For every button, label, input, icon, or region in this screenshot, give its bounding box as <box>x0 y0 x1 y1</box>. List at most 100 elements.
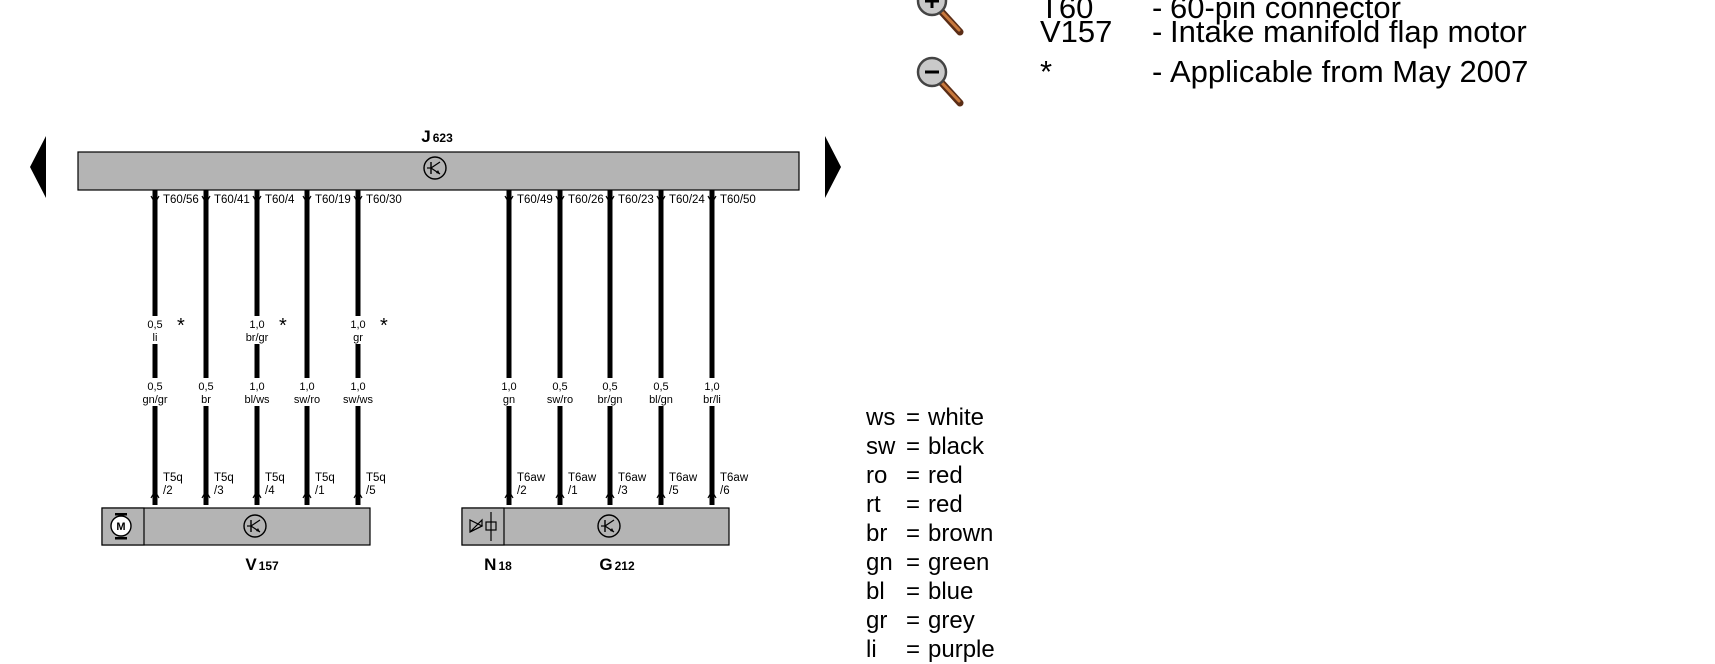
color-name: brown <box>928 520 994 547</box>
previous-arrow-icon[interactable] <box>28 136 48 198</box>
color-code: ro <box>866 462 888 489</box>
wire-size-label: 0,5 <box>602 381 617 393</box>
connector-label: T5q <box>163 472 183 484</box>
pin-label-top: T60/30 <box>366 194 402 206</box>
next-arrow-icon[interactable] <box>823 136 843 198</box>
connector-pin-label: /1 <box>315 485 325 497</box>
color-code: gn <box>866 549 893 576</box>
pin-arrow-icon <box>656 195 666 205</box>
pin-arrow-icon <box>707 195 717 205</box>
connector-label: T5q <box>366 472 386 484</box>
color-code: ws <box>866 404 896 431</box>
wire-color-label: li <box>153 332 158 344</box>
connector-pin-label: /4 <box>265 485 275 497</box>
component-n18 <box>461 507 505 546</box>
color-name: green <box>928 549 990 576</box>
wire-color-label: sw/ro <box>294 394 320 406</box>
color-name: red <box>928 462 963 489</box>
pin-label-top: T60/41 <box>214 194 250 206</box>
color-code: br <box>866 520 888 547</box>
connector-pin-label: /5 <box>669 485 679 497</box>
motor-symbol-label: M <box>116 521 125 533</box>
color-name: white <box>928 404 985 431</box>
color-code: bl <box>866 578 885 605</box>
color-code: gr <box>866 607 888 634</box>
pin-arrow-icon <box>504 195 514 205</box>
pin-label-top: T60/4 <box>265 194 295 206</box>
wire-size-label: 0,5 <box>653 381 668 393</box>
wire-size-label: 1,0 <box>249 319 264 331</box>
pin-arrow-icon <box>353 489 363 499</box>
wire-color-label: bl/ws <box>244 394 270 406</box>
pin-arrow-icon <box>504 489 514 499</box>
component-g212 <box>461 507 730 546</box>
pin-arrow-icon <box>252 195 262 205</box>
connector-pin-label: /3 <box>618 485 628 497</box>
zoom-out-icon[interactable] <box>916 55 968 111</box>
legend-description: Applicable from May 2007 <box>1170 54 1529 89</box>
pin-arrow-icon <box>707 489 717 499</box>
legend-code: T60 <box>1040 0 1094 25</box>
connector-pin-label: /3 <box>214 485 224 497</box>
pin-arrow-icon <box>150 489 160 499</box>
legend-dash: - <box>1152 0 1163 25</box>
pin-label-top: T60/19 <box>315 194 351 206</box>
color-name: blue <box>928 578 974 605</box>
asterisk-marker: * <box>279 315 287 337</box>
wire-color-label: gn/gr <box>142 394 167 406</box>
color-code: li <box>866 636 877 663</box>
connector-label: T6aw <box>720 472 749 484</box>
connector-label: T6aw <box>517 472 546 484</box>
legend-dash: - <box>1152 54 1163 89</box>
pin-arrow-icon <box>555 489 565 499</box>
pin-arrow-icon <box>555 195 565 205</box>
pin-arrow-icon <box>201 489 211 499</box>
pin-arrow-icon <box>150 195 160 205</box>
wire-size-label: 1,0 <box>350 319 365 331</box>
connector-label: T6aw <box>568 472 597 484</box>
motor-icon: M <box>110 513 132 540</box>
wire-size-label: 0,5 <box>552 381 567 393</box>
control-unit-symbol-icon <box>423 156 447 180</box>
wire-size-label: 1,0 <box>501 381 516 393</box>
wire-color-label: bl/gn <box>649 394 673 406</box>
legend-description: Intake manifold flap motor <box>1170 14 1527 49</box>
legend-dash: - <box>1152 14 1163 49</box>
wire-size-label: 0,5 <box>147 319 162 331</box>
connector-pin-label: /6 <box>720 485 730 497</box>
wire-color-label: br/gn <box>597 394 622 406</box>
wire-color-label: br/li <box>703 394 721 406</box>
asterisk-marker: * <box>380 315 388 337</box>
wire-size-label: 1,0 <box>299 381 314 393</box>
zoom-in-icon[interactable] <box>916 0 968 40</box>
pin-arrow-icon <box>656 489 666 499</box>
connector-pin-label: /2 <box>517 485 527 497</box>
connector-label: T6aw <box>618 472 647 484</box>
color-name: grey <box>928 607 975 634</box>
connector-pin-label: /1 <box>568 485 578 497</box>
pin-label-top: T60/50 <box>720 194 756 206</box>
wire-size-label: 1,0 <box>249 381 264 393</box>
asterisk-marker: * <box>177 315 185 337</box>
connector-pin-label: /2 <box>163 485 173 497</box>
pin-label-top: T60/26 <box>568 194 604 206</box>
pin-label-top: T60/56 <box>163 194 199 206</box>
wire-size-label: 1,0 <box>704 381 719 393</box>
pin-arrow-icon <box>302 489 312 499</box>
wire-size-label: 0,5 <box>147 381 162 393</box>
wire-color-label: gr <box>353 332 363 344</box>
legend-code: V157 <box>1040 14 1113 49</box>
component-g212-symbol-icon <box>597 514 621 538</box>
pin-label-top: T60/24 <box>669 194 705 206</box>
